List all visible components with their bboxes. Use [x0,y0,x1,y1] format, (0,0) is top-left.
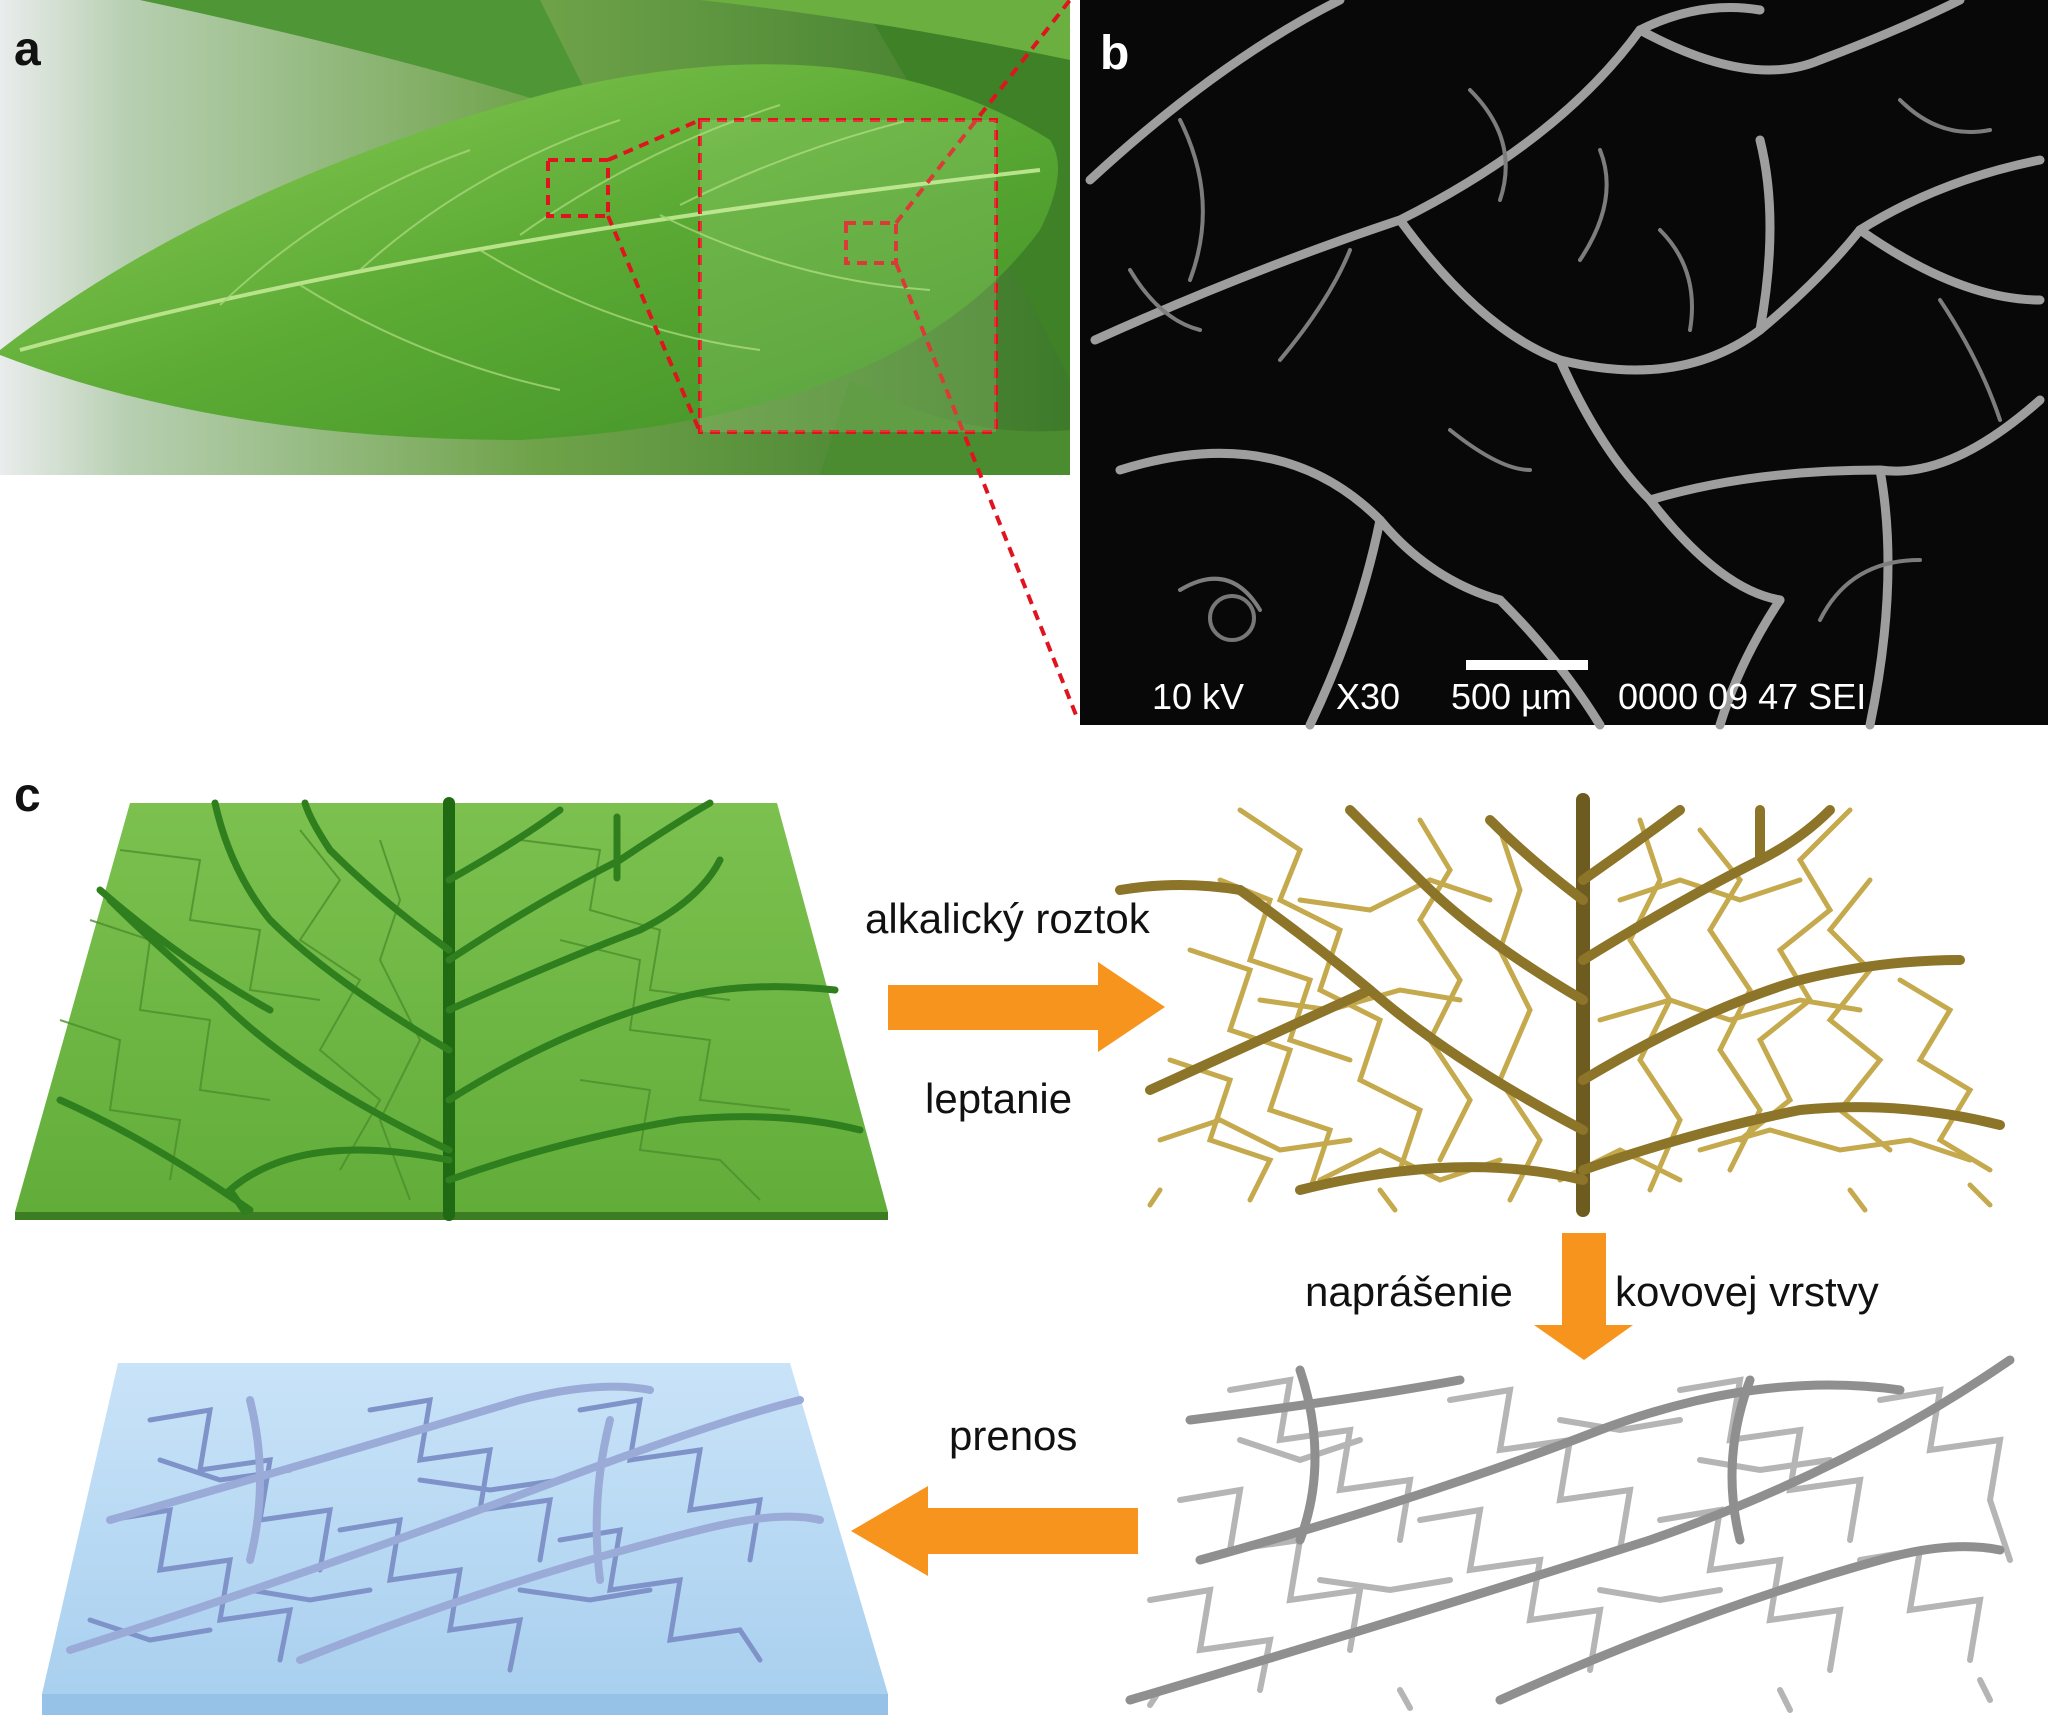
arrow-sputtering [1534,1233,1633,1360]
gold-vein-skeleton [1115,793,2005,1217]
sem-scale-label: 500 µm [1451,676,1572,717]
panel-c-label: c [14,769,41,822]
panel-a-label: a [14,23,41,76]
panel-b-label: b [1100,27,1130,80]
sem-voltage: 10 kV [1152,676,1245,717]
step-label-etching: leptanie [925,1075,1073,1122]
sem-code: 0000 09 47 SEI [1618,676,1867,717]
step-label-alkaline-solution: alkalický roztok [865,895,1150,942]
sem-magnification: X30 [1336,676,1401,717]
arrow-transfer [851,1486,1138,1576]
zoom-boxes [546,0,1080,721]
step-label-transfer: prenos [949,1412,1078,1459]
green-leaf-plate [15,797,888,1221]
small-zoom-box [546,158,610,218]
leaf-photo [0,0,1070,475]
blue-substrate [42,1363,888,1715]
arrow-etching [888,962,1165,1052]
step-label-sputtering: naprášenie [1305,1268,1513,1315]
large-zoom-box [698,118,998,434]
sem-image [1080,0,2048,730]
step-label-metal-layer: kovovej vrstvy [1615,1268,1879,1315]
gray-metal-network [1125,1355,2015,1713]
inner-zoom-box [844,221,898,265]
scale-bar [1466,660,1588,670]
